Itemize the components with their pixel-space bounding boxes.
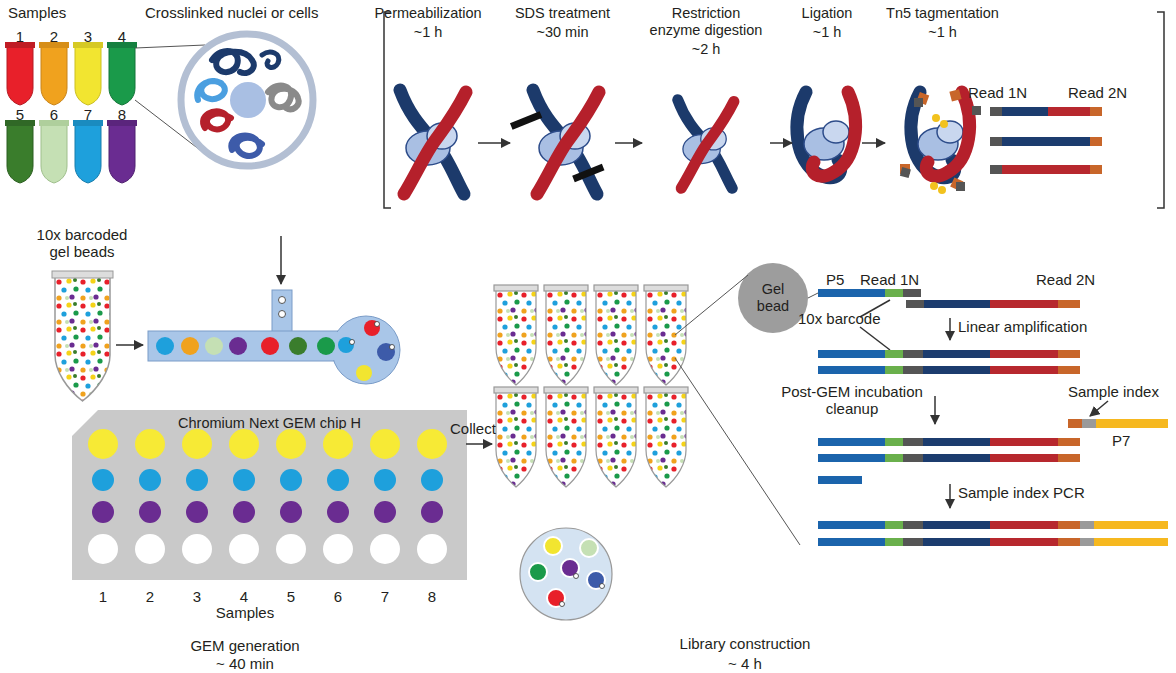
gem-zoom <box>520 528 612 620</box>
text-label: Library construction <box>645 635 845 652</box>
text-label: P5 <box>826 271 844 288</box>
text-label: 3 <box>97 588 297 605</box>
text-label: Linear amplification <box>958 318 1087 335</box>
node-title: Chromium Next GEM chip H <box>178 415 361 432</box>
node-title: Ligation <box>802 5 853 22</box>
text-label: 5 <box>191 588 391 605</box>
node-subtitle: ~30 min <box>537 24 589 41</box>
node-subtitle: ~1 h <box>414 24 443 41</box>
text-label: 2 <box>0 28 154 45</box>
text-label: Post-GEM incubation cleanup <box>777 383 927 417</box>
text-label: Read 1N <box>968 84 1027 101</box>
node-title: Tn5 tagmentation <box>886 5 999 22</box>
text-label: Samples <box>8 4 66 21</box>
text-label: Sample index <box>1068 383 1159 400</box>
tagmented-reads <box>990 107 1102 174</box>
text-label: 6 <box>0 106 154 123</box>
text-label: 8 <box>332 588 532 605</box>
text-label: 4 <box>22 28 222 45</box>
node-title: Gel bead <box>750 281 796 315</box>
text-label: 7 <box>0 106 188 123</box>
text-label: 4 <box>144 588 344 605</box>
bracket <box>384 12 1164 208</box>
chip-wells <box>88 429 447 564</box>
flow-arrow <box>770 142 792 144</box>
text-label: 8 <box>22 106 222 123</box>
chromatin-tagmentation <box>900 89 981 194</box>
text-label: GEM generation <box>145 637 345 654</box>
text-label: Read 2N <box>1036 271 1095 288</box>
text-label: 2 <box>50 588 250 605</box>
text-label: Read 1N <box>860 271 919 288</box>
crosslinked-nucleus <box>181 34 313 166</box>
text-label: Read 2N <box>1068 84 1127 101</box>
text-label: 10x barcoded gel beads <box>32 226 132 260</box>
text-label: ~ 4 h <box>645 655 845 672</box>
chromatin-ligation <box>797 92 856 178</box>
chip-box: Chromium Next GEM chip H <box>72 410 467 580</box>
text-label: 10x barcode <box>798 310 881 327</box>
step-box: Restriction enzyme digestion ~2 h <box>642 3 770 203</box>
library-fragments <box>818 289 1168 546</box>
flow-arrow <box>862 142 885 144</box>
node-title: Permeabilization <box>374 5 481 22</box>
text-label: 5 <box>0 106 120 123</box>
flow-arrow <box>478 142 510 144</box>
text-label: 3 <box>0 28 188 45</box>
text-label: 6 <box>238 588 438 605</box>
text-label: Samples <box>145 604 345 621</box>
chromatin-digestion <box>678 100 734 188</box>
node-title: SDS treatment <box>515 5 610 22</box>
microfluidic-channel <box>148 290 400 384</box>
flow-arrow <box>615 142 642 144</box>
sample-tubes <box>5 42 137 183</box>
node-subtitle: ~2 h <box>692 41 721 58</box>
zoom-lines <box>675 275 818 545</box>
node-subtitle: ~1 h <box>928 24 957 41</box>
text-label: 7 <box>285 588 485 605</box>
gel-bead-tube <box>52 271 113 401</box>
node-title: Restriction enzyme digestion <box>650 5 763 39</box>
text-label: Sample index PCR <box>958 484 1085 501</box>
chromatin-permeabilization <box>400 90 466 194</box>
text-label: Collect <box>450 420 496 437</box>
flow-arrows <box>116 236 1108 508</box>
text-label: Crosslinked nuclei or cells <box>145 4 318 21</box>
gel-bead-circle: Gel bead <box>738 263 808 333</box>
text-label: 1 <box>0 28 120 45</box>
chromatin-sds <box>510 90 604 194</box>
text-label: ~ 40 min <box>145 655 345 672</box>
text-label: P7 <box>1112 432 1130 449</box>
node-subtitle: ~1 h <box>813 24 842 41</box>
text-label: 1 <box>3 588 203 605</box>
collected-tubes <box>494 285 688 487</box>
